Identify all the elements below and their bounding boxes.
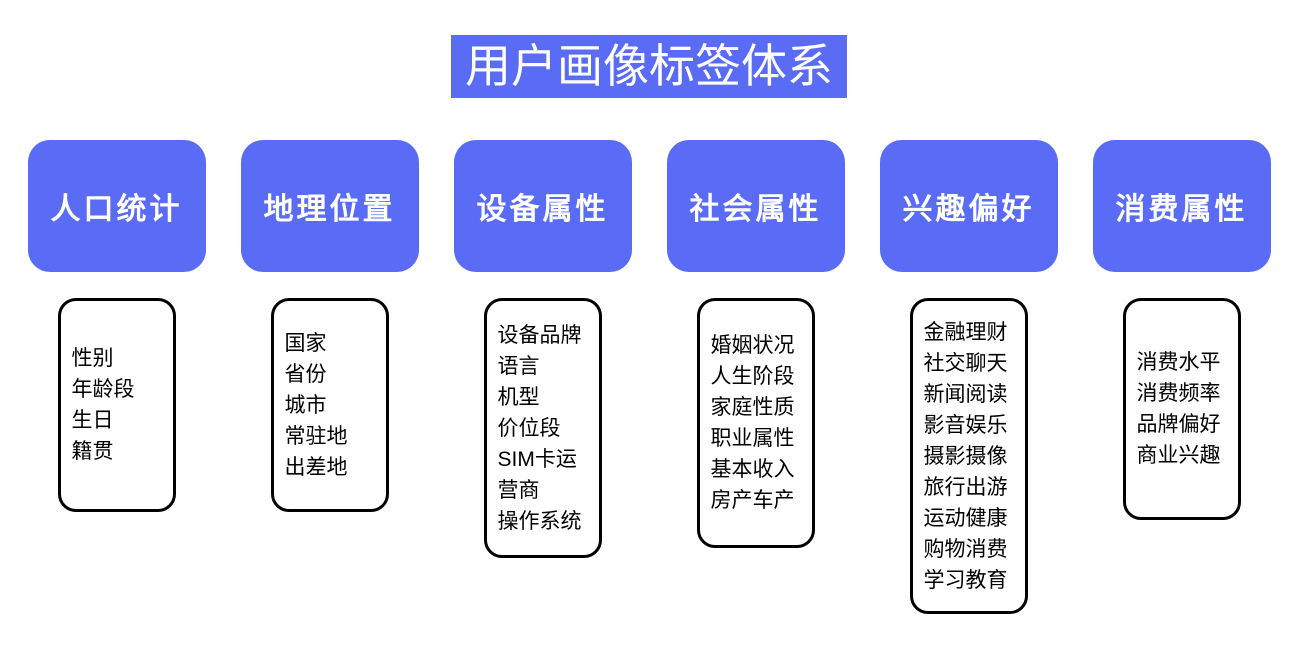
column-consumption-attributes: 消费属性 消费水平 消费频率 品牌偏好 商业兴趣 (1092, 140, 1271, 614)
tag-item: 语言 (497, 354, 540, 378)
tag-item: SIM卡运营商 (497, 447, 577, 502)
tag-item: 消费水平 (1136, 351, 1221, 374)
tag-item: 操作系统 (497, 509, 582, 533)
column-social-attributes: 社会属性 婚姻状况 人生阶段 家庭性质 职业属性 基本收入 房产车产 (666, 140, 845, 614)
tag-item: 设备品牌 (497, 323, 582, 347)
tag-item: 出差地 (284, 455, 348, 479)
tag-item: 婚姻状况 (710, 334, 795, 357)
tag-list-device: 设备品牌 语言 机型 价位段 SIM卡运营商 操作系统 (483, 298, 602, 558)
tag-item: 籍贯 (71, 440, 114, 463)
tag-item: 机型 (497, 385, 540, 409)
tag-item: 影音娱乐 (923, 413, 1008, 437)
tag-item: 人生阶段 (710, 365, 795, 388)
tag-item: 省份 (284, 362, 327, 386)
tag-item: 金融理财 (923, 320, 1008, 344)
tag-list-social: 婚姻状况 人生阶段 家庭性质 职业属性 基本收入 房产车产 (696, 298, 815, 548)
tag-item: 基本收入 (710, 458, 795, 481)
tag-item: 生日 (71, 409, 114, 432)
tag-item: 价位段 (497, 416, 561, 440)
tag-item: 社交聊天 (923, 351, 1008, 375)
tag-item: 商业兴趣 (1136, 444, 1221, 467)
tag-columns: 人口统计 性别 年龄段 生日 籍贯 地理位置 国家 省份 城市 常驻地 出差地 … (0, 140, 1298, 614)
category-header-social: 社会属性 (666, 140, 845, 272)
tag-item: 常驻地 (284, 424, 348, 448)
category-header-interest: 兴趣偏好 (879, 140, 1058, 272)
tag-item: 性别 (71, 347, 114, 370)
tag-list-geolocation: 国家 省份 城市 常驻地 出差地 (270, 298, 389, 512)
tag-item: 城市 (284, 393, 327, 417)
column-device-attributes: 设备属性 设备品牌 语言 机型 价位段 SIM卡运营商 操作系统 (453, 140, 632, 614)
tag-list-interest: 金融理财 社交聊天 新闻阅读 影音娱乐 摄影摄像 旅行出游 运动健康 购物消费 … (909, 298, 1028, 614)
tag-item: 品牌偏好 (1136, 413, 1221, 436)
category-header-device: 设备属性 (453, 140, 632, 272)
diagram-title: 用户画像标签体系 (451, 35, 847, 98)
tag-item: 学习教育 (923, 568, 1008, 592)
category-header-geolocation: 地理位置 (240, 140, 419, 272)
tag-item: 运动健康 (923, 506, 1008, 530)
tag-list-demographics: 性别 年龄段 生日 籍贯 (57, 298, 176, 512)
column-demographics: 人口统计 性别 年龄段 生日 籍贯 (27, 140, 206, 614)
tag-item: 新闻阅读 (923, 382, 1008, 406)
tag-item: 消费频率 (1136, 382, 1221, 405)
tag-item: 房产车产 (710, 489, 795, 512)
tag-item: 年龄段 (71, 378, 135, 401)
tag-item: 旅行出游 (923, 475, 1008, 499)
tag-item: 摄影摄像 (923, 444, 1008, 468)
category-header-consumption: 消费属性 (1092, 140, 1271, 272)
column-geolocation: 地理位置 国家 省份 城市 常驻地 出差地 (240, 140, 419, 614)
tag-item: 职业属性 (710, 427, 795, 450)
tag-list-consumption: 消费水平 消费频率 品牌偏好 商业兴趣 (1122, 298, 1241, 520)
tag-item: 家庭性质 (710, 396, 795, 419)
tag-item: 购物消费 (923, 537, 1008, 561)
category-header-demographics: 人口统计 (27, 140, 206, 272)
tag-item: 国家 (284, 331, 327, 355)
column-interest-preferences: 兴趣偏好 金融理财 社交聊天 新闻阅读 影音娱乐 摄影摄像 旅行出游 运动健康 … (879, 140, 1058, 614)
